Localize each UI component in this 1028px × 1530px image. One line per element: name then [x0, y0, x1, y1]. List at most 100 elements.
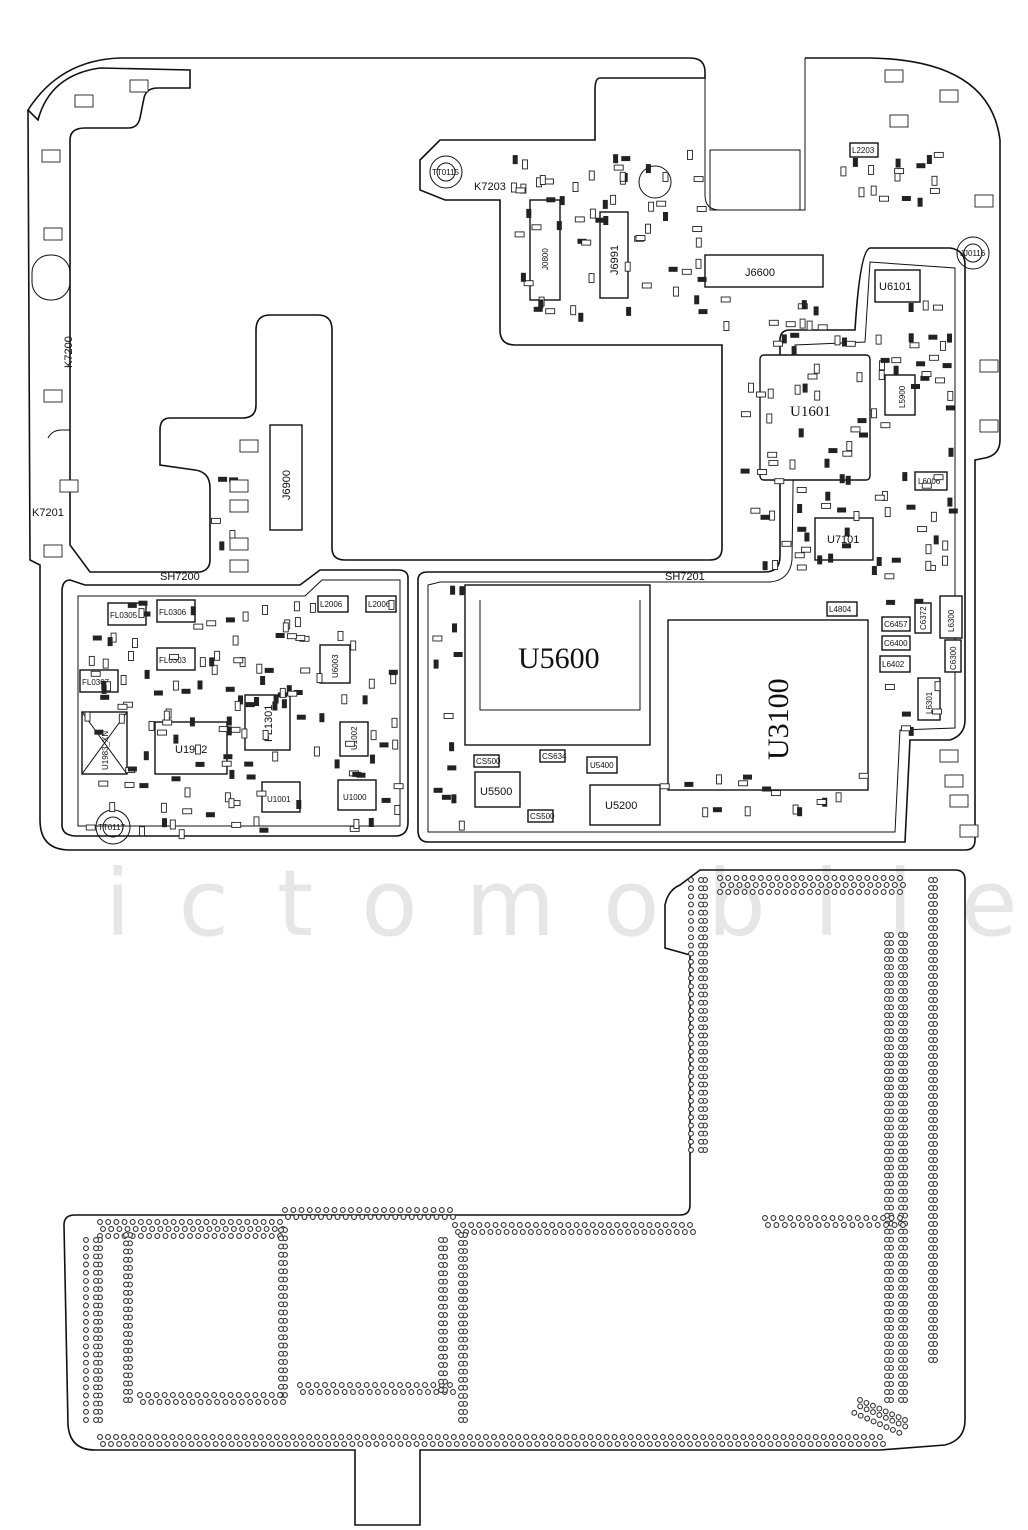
bga-dot — [807, 1441, 814, 1447]
smd-part — [891, 557, 901, 563]
bga-dot — [788, 1434, 795, 1440]
smd-part — [933, 474, 944, 481]
bga-dot — [313, 1382, 320, 1388]
smd-part — [219, 541, 225, 551]
bga-dot — [397, 1441, 404, 1447]
smd-part — [821, 502, 832, 509]
smd-part — [695, 258, 702, 269]
bga-dot — [812, 1434, 819, 1440]
bga-dot — [83, 1384, 89, 1391]
bga-dot — [278, 1359, 284, 1365]
bga-dot — [897, 1215, 903, 1221]
bga-dot — [116, 1441, 123, 1447]
bga-dot — [898, 940, 904, 946]
bga-dot — [898, 1020, 904, 1027]
bga-dot — [598, 1441, 605, 1447]
bga-dot — [230, 1399, 237, 1405]
bga-dot — [896, 1429, 903, 1436]
smd-part — [766, 413, 773, 424]
bga-dot — [884, 1292, 890, 1299]
bga-dot — [743, 1441, 750, 1447]
label-tt0116: JJ0116 — [960, 249, 986, 258]
smd-part — [791, 346, 797, 356]
bga-dot — [495, 1229, 502, 1235]
bga-dot — [487, 1229, 494, 1235]
bga-dot — [884, 1196, 890, 1203]
bga-dot — [884, 1236, 890, 1243]
bga-dot — [438, 1312, 444, 1318]
bga-dot — [609, 1229, 615, 1235]
bga-dot — [278, 1309, 284, 1316]
label-c6372: C6372 — [919, 606, 928, 630]
smd-part — [846, 441, 853, 452]
bga-dot — [928, 1045, 934, 1051]
bga-dot — [898, 1092, 904, 1099]
bga-dot — [83, 1294, 89, 1301]
bga-dot — [93, 1417, 99, 1423]
smd-part — [443, 713, 454, 719]
bga-dot — [132, 1441, 139, 1447]
smd-part — [816, 799, 827, 805]
chip-u6101: U6101 — [874, 269, 921, 303]
bga-dot — [600, 1229, 607, 1235]
smd-part — [908, 333, 914, 343]
smd-part — [772, 560, 779, 570]
bga-dot — [123, 1273, 129, 1280]
smd-part — [144, 669, 150, 679]
bga-dot — [732, 1434, 739, 1440]
smd-part — [619, 171, 626, 182]
bga-dot — [346, 1434, 353, 1440]
bga-dot — [83, 1392, 89, 1399]
smd-part — [286, 633, 297, 640]
bga-dot — [123, 1314, 129, 1321]
smd-part — [138, 600, 148, 606]
bga-dot — [508, 1222, 515, 1228]
bga-dot — [839, 875, 846, 881]
bga-dot — [870, 1418, 877, 1425]
bga-dot — [820, 1434, 827, 1440]
bga-dot — [766, 875, 773, 881]
bga-dot — [928, 1309, 934, 1315]
bga-dot — [836, 1434, 843, 1440]
bga-dot — [123, 1232, 129, 1238]
smd-part — [139, 783, 149, 789]
bga-dot — [688, 1130, 694, 1137]
bga-dot — [889, 1426, 896, 1433]
smd-part — [802, 383, 808, 393]
bga-dot — [698, 950, 704, 957]
smd-part — [253, 816, 260, 827]
bga-dot — [603, 1434, 610, 1440]
smd-part — [341, 694, 348, 705]
label-c6300: C6300 — [949, 646, 958, 670]
chip-j6900: J6900 — [269, 424, 303, 531]
bga-dot — [492, 1222, 499, 1228]
smd-part — [798, 428, 804, 438]
smd-part — [256, 663, 263, 674]
smd-part — [272, 751, 279, 762]
bga-dot — [257, 1434, 264, 1440]
label-l2006a: L2006 — [320, 600, 343, 609]
bga-dot — [891, 1222, 898, 1228]
bga-dot — [93, 1318, 99, 1325]
bga-dot — [531, 1434, 538, 1440]
bga-dot — [869, 1402, 876, 1409]
bga-dot — [458, 1272, 464, 1279]
bga-dot — [749, 889, 756, 895]
smd-part — [124, 781, 135, 788]
label-u5400: U5400 — [590, 761, 614, 770]
bga-dot — [278, 1301, 284, 1308]
bga-dot — [928, 877, 934, 883]
smd-part — [572, 182, 579, 192]
bga-dot — [271, 1399, 278, 1405]
bga-dot — [898, 964, 904, 971]
edge-component — [939, 89, 959, 103]
bga-dot — [898, 956, 904, 963]
bga-dot — [211, 1233, 218, 1239]
smd-part — [672, 286, 679, 297]
bga-dot — [458, 1368, 464, 1375]
bga-dot — [898, 1300, 904, 1307]
bga-dot — [438, 1328, 444, 1335]
bga-dot — [587, 1434, 594, 1440]
bga-dot — [161, 1434, 168, 1440]
smd-part — [891, 357, 902, 364]
